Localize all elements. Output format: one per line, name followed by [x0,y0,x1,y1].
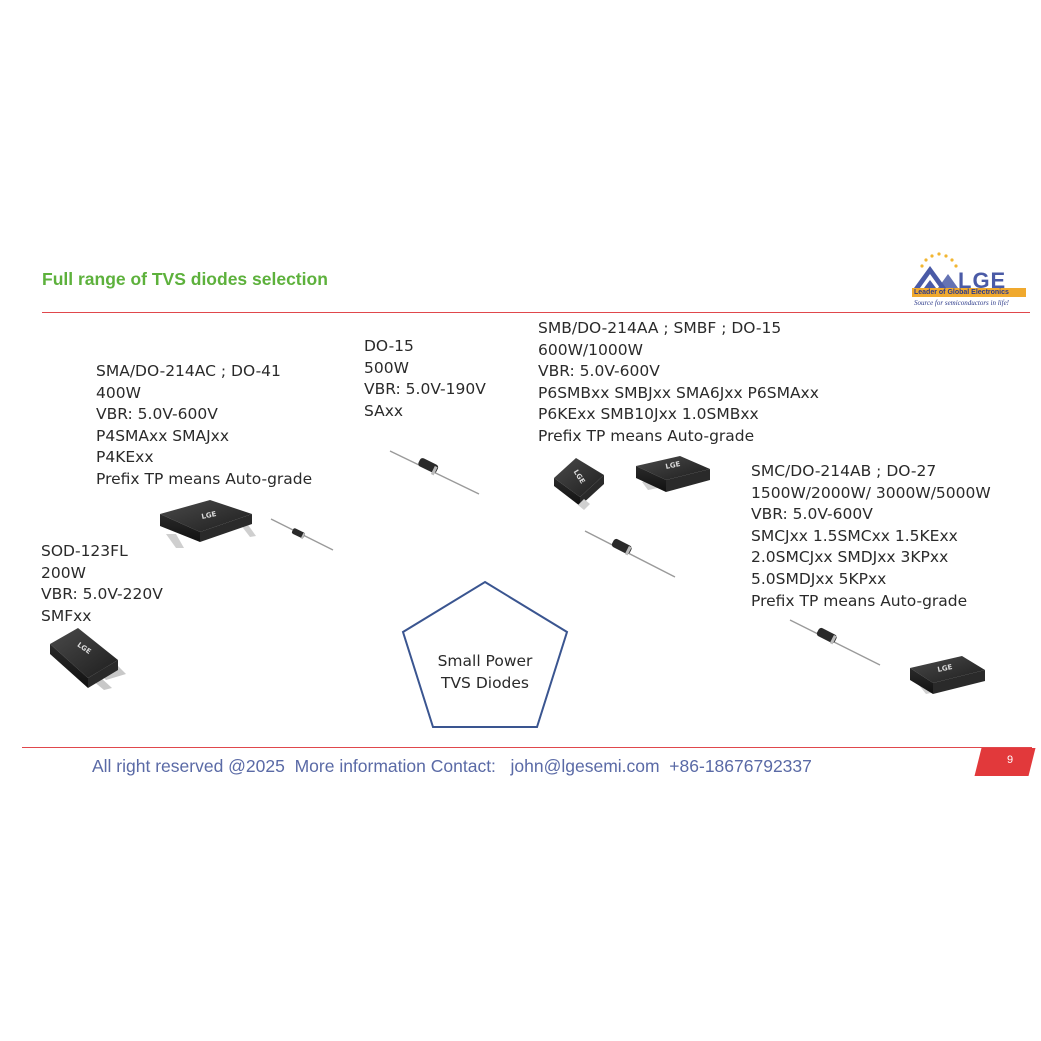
smb-line: P6KExx SMB10Jxx 1.0SMBxx [538,405,759,424]
sod-line: SOD-123FL [41,542,128,560]
smc-chip-image: LGE [910,656,985,694]
do15-line: SAxx [364,401,404,420]
smc-chip-marking: LGE [937,663,954,674]
smb-axial-diode-image [584,530,676,578]
sod-line: 200W [41,563,86,582]
sod-line: SMFxx [41,606,92,625]
do15-spec: DO-15 500W VBR: 5.0V-190V SAxx [364,336,486,422]
smb-chip-image: LGE [554,458,604,510]
pentagon-label: Small Power TVS Diodes [405,651,565,694]
footer-divider [22,747,1032,748]
sma-chip-image: LGE [160,500,256,548]
sma-chip-marking: LGE [201,510,218,521]
page-number: 9 [1006,754,1014,766]
sma-line: SMA/DO-214AC ; DO-41 [96,362,281,380]
do15-line: VBR: 5.0V-190V [364,380,486,399]
sma-line: P4SMAxx SMAJxx [96,426,230,445]
do15-axial-diode-image [389,450,480,495]
smb-line: SMB/DO-214AA ; SMBF ; DO-15 [538,319,782,337]
smb-spec: SMB/DO-214AA ; SMBF ; DO-15 600W/1000W V… [538,318,819,448]
page-title: Full range of TVS diodes selection [42,269,328,289]
footer-contact: All right reserved @2025 More informatio… [92,756,812,776]
lge-logo: LGE Leader of Global Electronics Source … [908,250,1028,314]
pentagon-label-line1: Small Power [437,652,533,670]
lge-logo-graphic [914,252,958,288]
smb-line: Prefix TP means Auto-grade [538,426,755,445]
sod-chip-image: LGE [50,628,126,690]
smb-line: 600W/1000W [538,340,643,359]
sma-spec: SMA/DO-214AC ; DO-41 400W VBR: 5.0V-600V… [96,361,312,491]
smb-chip-image-2: LGE [636,456,710,492]
logo-tagline-bar [912,288,1026,297]
smc-line: 5.0SMDJxx 5KPxx [751,569,887,588]
sma-axial-diode-image [270,518,334,551]
sod-line: VBR: 5.0V-220V [41,585,163,604]
smb-chip-marking-2: LGE [665,460,682,471]
do15-line: DO-15 [364,337,414,355]
smc-line: VBR: 5.0V-600V [751,505,873,524]
smc-line: 2.0SMCJxx SMDJxx 3KPxx [751,548,949,567]
pentagon-shape [401,580,569,728]
smc-line: SMC/DO-214AB ; DO-27 [751,462,937,480]
sma-line: VBR: 5.0V-600V [96,405,218,424]
header-divider [42,312,1030,313]
smc-line: Prefix TP means Auto-grade [751,591,968,610]
smb-line: VBR: 5.0V-600V [538,362,660,381]
logo-tagline: Leader of Global Electronics [914,289,1009,296]
smc-line: 1500W/2000W/ 3000W/5000W [751,483,991,502]
smc-axial-diode-image [789,619,881,666]
sma-line: 400W [96,383,141,402]
sma-line: P4KExx [96,448,154,467]
smc-spec: SMC/DO-214AB ; DO-27 1500W/2000W/ 3000W/… [751,461,991,612]
pentagon-label-line2: TVS Diodes [440,673,529,692]
sma-line: Prefix TP means Auto-grade [96,469,313,488]
smb-line: P6SMBxx SMBJxx SMA6Jxx P6SMAxx [538,383,819,402]
do15-line: 500W [364,358,409,377]
sod-spec: SOD-123FL 200W VBR: 5.0V-220V SMFxx [41,541,163,627]
smc-line: SMCJxx 1.5SMCxx 1.5KExx [751,526,958,545]
logo-slogan: Source for semiconductors in life! [914,299,1010,307]
